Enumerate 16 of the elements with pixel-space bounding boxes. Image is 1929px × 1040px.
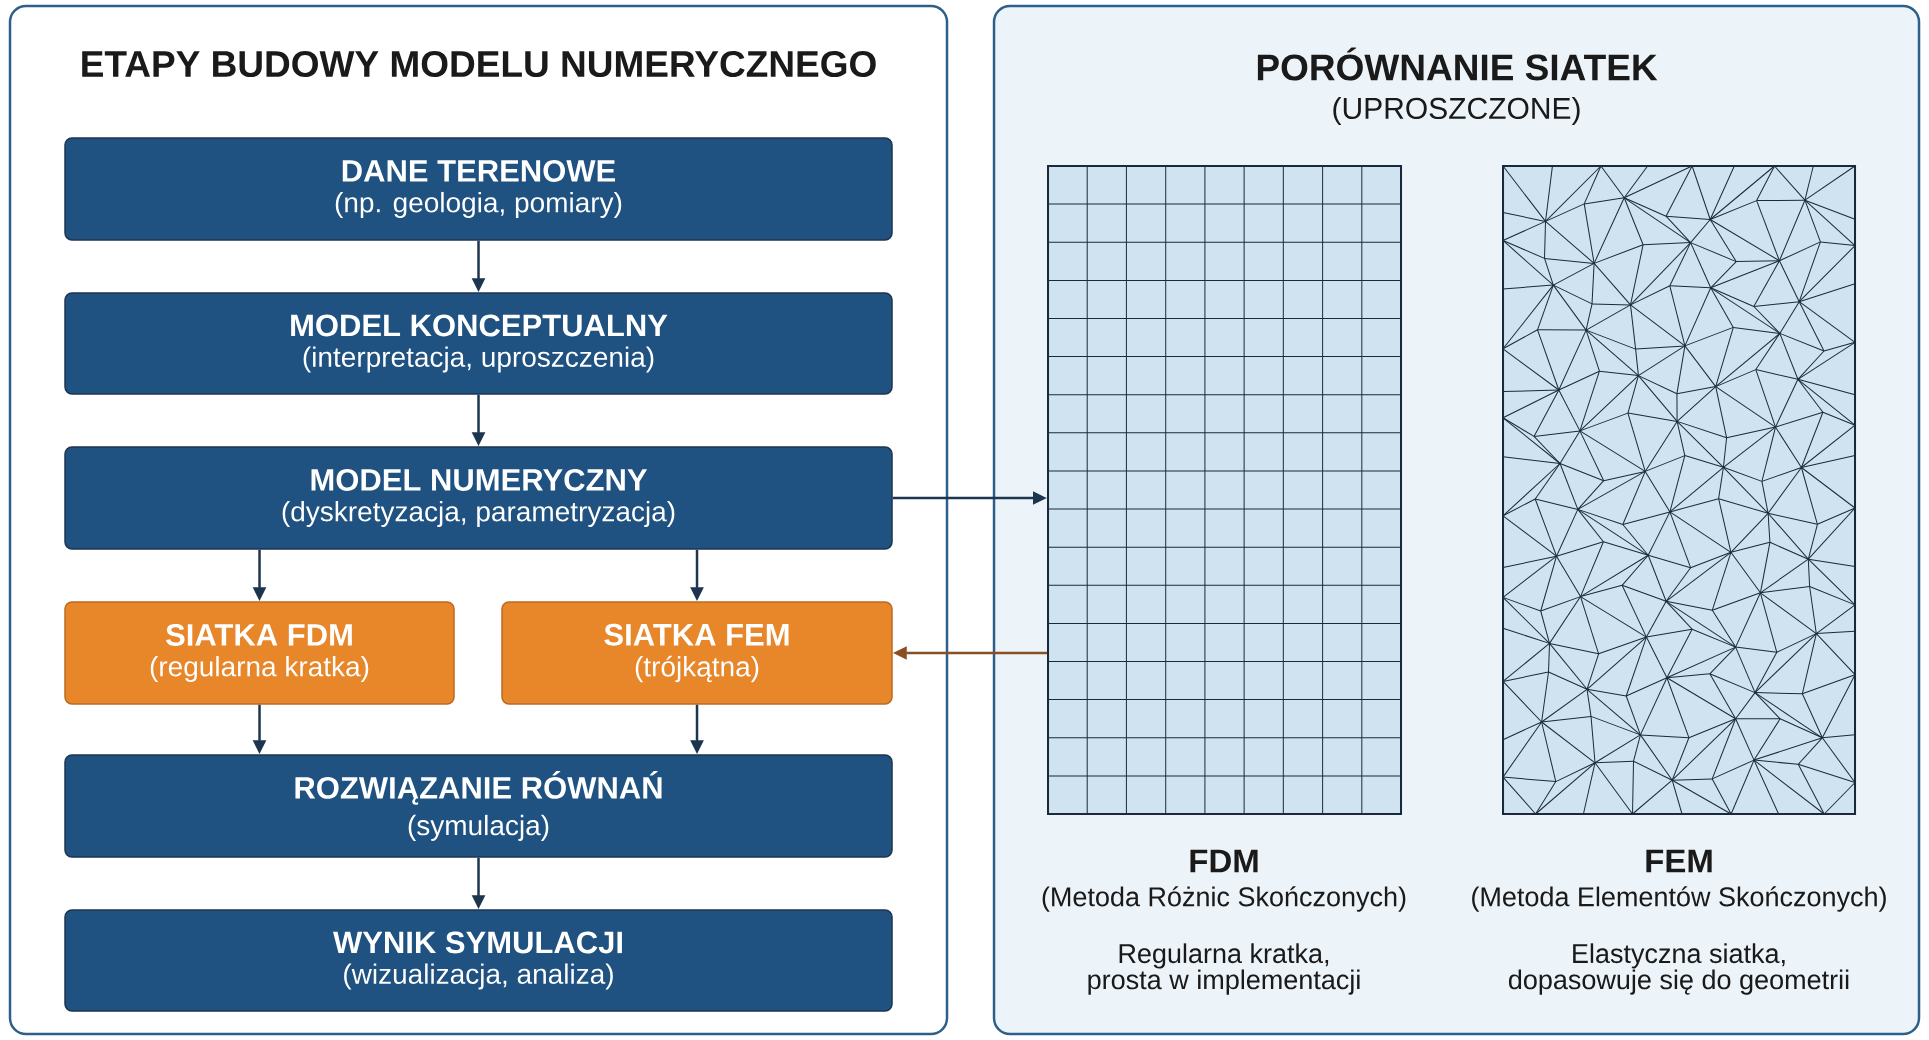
process-box: SIATKA FDM (regularna kratka): [64, 601, 455, 705]
panel-subtitle: (UPROSZCZONE): [1333, 97, 1580, 125]
mesh-description: Regularna kratka, prosta w implementacji: [1088, 943, 1360, 995]
panel-title: ETAPY BUDOWY MODELU NUMERYCZNEGO: [82, 50, 876, 78]
panel-title: PORÓWNANIE SIATEK: [1257, 47, 1658, 81]
mesh-caption: (Metoda Elementów Skończonych): [1472, 886, 1886, 912]
mesh-label: FDM: [1190, 849, 1258, 873]
process-box: ROZWIĄZANIE RÓWNAŃ (symulacja): [64, 754, 893, 858]
mesh-label: FEM: [1646, 849, 1712, 873]
process-box: MODEL KONCEPTUALNY (interpretacja, uproszczenia): [64, 292, 893, 395]
process-box: MODEL NUMERYCZNY (dyskretyzacja, parametryzacja): [64, 446, 893, 550]
mesh-description: Elastyczna siatka, dopasowuje się do geometrii: [1508, 943, 1849, 995]
process-box: DANE TERENOWE (np. geologia, pomiary): [64, 137, 893, 241]
mesh-caption: (Metoda Różnic Skończonych): [1042, 886, 1406, 912]
process-box: SIATKA FEM (trójkątna): [501, 601, 893, 705]
process-box: WYNIK SYMULACJI (wizualizacja, analiza): [64, 909, 893, 1012]
